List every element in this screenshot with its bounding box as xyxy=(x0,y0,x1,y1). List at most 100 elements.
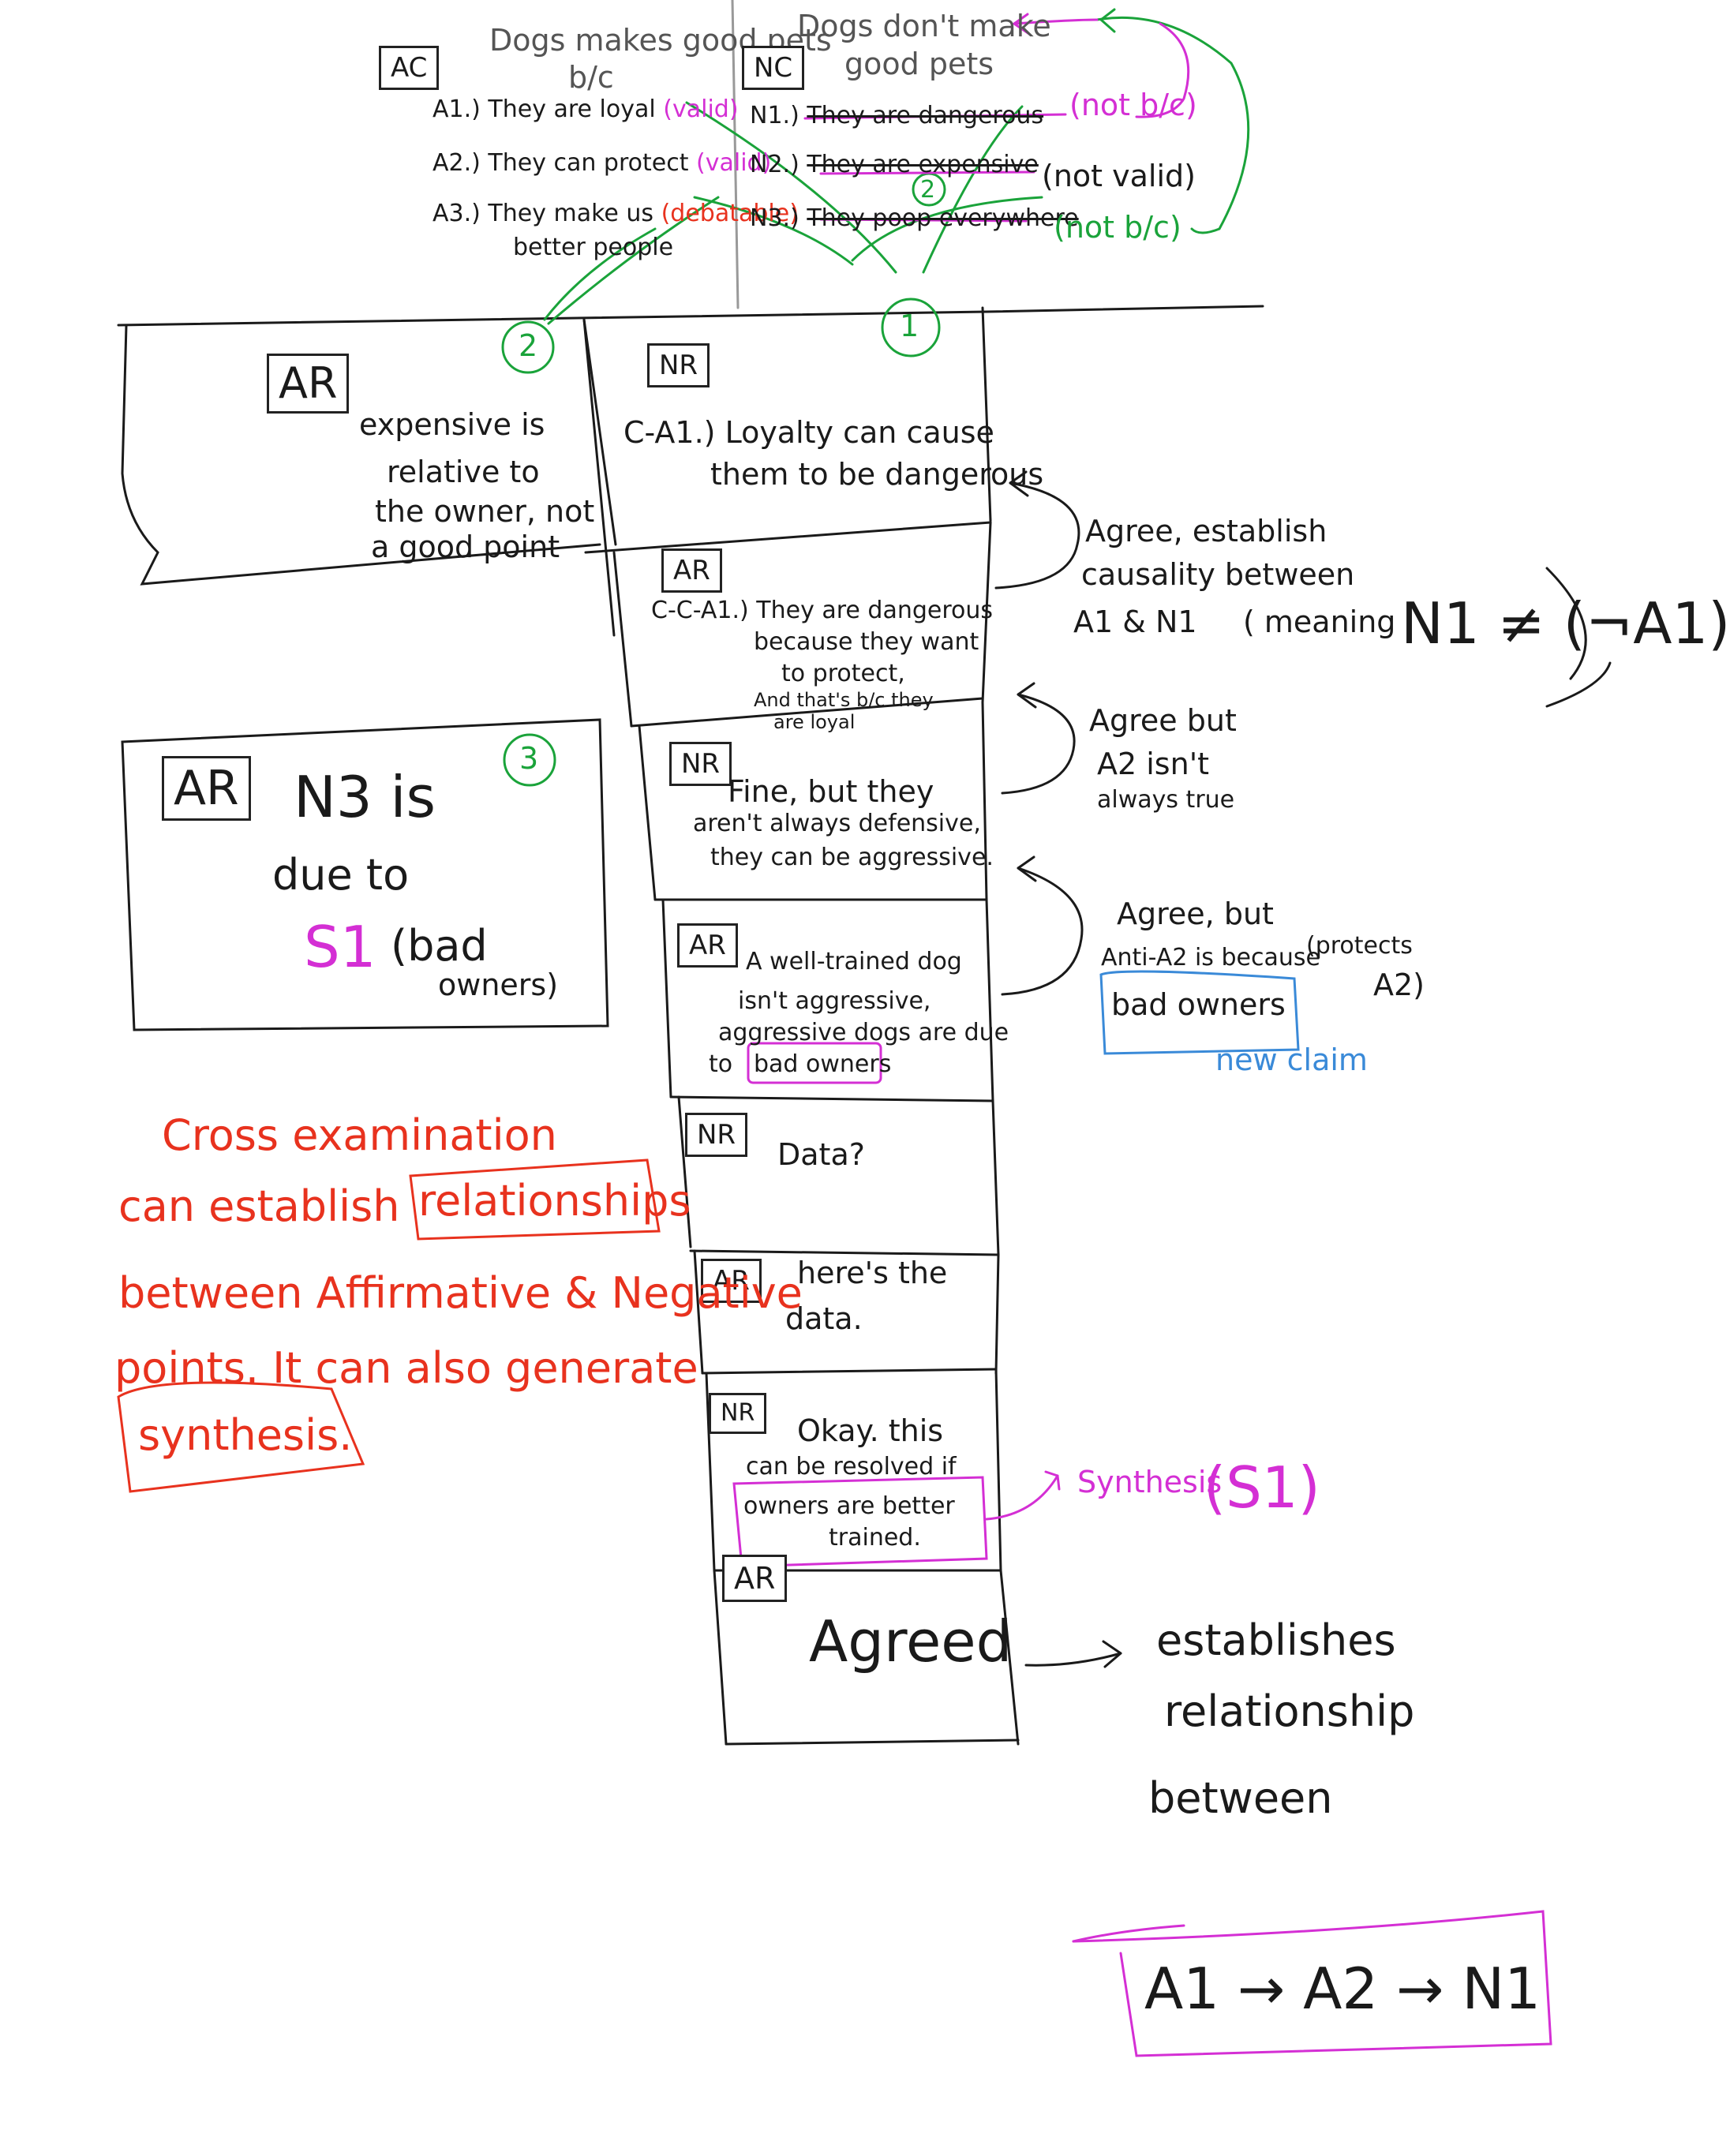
note-n3-line-1: Agree, but xyxy=(1117,896,1274,931)
rebuttal-2-line-4: And that's b/c they xyxy=(754,689,934,711)
cross-exam-line-1: Cross examination xyxy=(162,1110,557,1160)
cross-exam-line-2: can establish xyxy=(118,1181,400,1231)
note-n1-meaning: ( meaning xyxy=(1243,605,1396,639)
relationship-formula: A1 → A2 → N1 xyxy=(1144,1956,1541,2022)
a2-text: They can protect xyxy=(488,149,689,177)
rebuttal-2-tag: AR xyxy=(661,548,722,593)
n3-s1: S1 xyxy=(304,914,376,980)
n1-verdict: (not b/c) xyxy=(1069,88,1197,122)
rebuttal-2-line-5: are loyal xyxy=(773,711,856,733)
rebuttal-6-line-1: here's the xyxy=(797,1256,948,1290)
relationship-line-1: establishes xyxy=(1156,1615,1396,1665)
note-n2-line-3: always true xyxy=(1097,786,1235,814)
n3-line-1: N3 is xyxy=(294,764,436,830)
diagram-lines xyxy=(117,0,1612,2057)
a3-label: A3.) xyxy=(432,200,481,227)
n3-paren: (bad xyxy=(391,921,488,971)
note-n2-line-2: A2 isn't xyxy=(1097,747,1210,781)
rebuttal-3-tag: NR xyxy=(669,742,732,786)
note-n1-line-1: Agree, establish xyxy=(1085,514,1327,548)
rebuttal-2-line-2: because they want xyxy=(754,628,979,656)
expensive-line-1: expensive is xyxy=(359,407,545,442)
relationship-line-2: relationship xyxy=(1164,1686,1415,1736)
ar-expensive-tag: AR xyxy=(267,354,350,414)
rebuttal-4-line-1: A well-trained dog xyxy=(746,948,962,975)
n3-paren-2: owners) xyxy=(438,968,559,1002)
rebuttal-5-tag: NR xyxy=(685,1113,748,1157)
rebuttal-7-tag: NR xyxy=(709,1393,767,1434)
rebuttal-2-line-3: to protect, xyxy=(781,660,905,687)
circle-label-2-small: 2 xyxy=(920,176,936,204)
note-n1-line-3: A1 & N1 xyxy=(1073,605,1197,639)
a2-point: A2.) They can protect (valid) xyxy=(432,148,771,178)
n1-point: N1.) They are dangerous xyxy=(750,101,1043,131)
n1-label: N1.) xyxy=(750,102,799,129)
nc-heading: Dogs don't make xyxy=(797,9,1051,43)
note-n3-claim: bad owners xyxy=(1111,987,1286,1022)
rebuttal-4-line-4: to xyxy=(709,1050,733,1078)
ac-tag: AC xyxy=(379,46,440,90)
a3-point: A3.) They make us (debatable) xyxy=(432,199,799,229)
box-n3 xyxy=(121,718,609,1031)
circle-label-2-left: 2 xyxy=(519,328,538,363)
note-n3-paren-2: A2) xyxy=(1373,968,1425,1002)
rebuttal-3-line-1: Fine, but they xyxy=(728,774,934,809)
n2-text: They are expensive xyxy=(807,151,1039,178)
note-n3-claim-label: new claim xyxy=(1215,1042,1368,1077)
rebuttal-3-line-2: aren't always defensive, xyxy=(693,810,981,837)
a2-verdict: (valid) xyxy=(696,149,772,177)
rebuttal-1-line-2: them to be dangerous xyxy=(710,457,1044,492)
cross-exam-boxed-2: synthesis. xyxy=(138,1410,353,1460)
expensive-line-2: relative to xyxy=(387,455,540,489)
rebuttal-2-line-1: C-C-A1.) They are dangerous xyxy=(651,597,994,624)
rebuttal-4-line-2: isn't aggressive, xyxy=(738,987,931,1015)
nc-heading-2: good pets xyxy=(844,47,994,81)
rebuttal-8-line-1: Agreed xyxy=(809,1608,1013,1675)
rebuttal-8-tag: AR xyxy=(722,1555,788,1602)
box-expensive xyxy=(121,324,601,586)
a2-label: A2.) xyxy=(432,149,481,177)
cross-exam-line-4: points. It can also generate xyxy=(114,1343,698,1393)
rebuttal-5-line-1: Data? xyxy=(777,1137,865,1172)
note-n3-line-2: Anti-A2 is because xyxy=(1101,944,1320,971)
n3-verdict: (not b/c) xyxy=(1054,210,1181,245)
rebuttal-3-line-3: they can be aggressive. xyxy=(710,844,994,871)
circle-label-3: 3 xyxy=(519,741,539,776)
n3-label: N3.) xyxy=(750,204,799,232)
synthesis-label: Synthesis xyxy=(1077,1465,1223,1499)
rebuttal-6-line-2: data. xyxy=(785,1301,863,1336)
n1-text: They are dangerous xyxy=(807,102,1044,129)
ac-nc-divider xyxy=(731,0,740,309)
n2-point: N2.) They are expensive xyxy=(750,150,1039,180)
n3-text: They poop everywhere xyxy=(807,204,1079,232)
rebuttal-6-tag: AR xyxy=(701,1259,762,1303)
rebuttal-1-line-1: C-A1.) Loyalty can cause xyxy=(623,415,994,450)
synthesis-tag: (S1) xyxy=(1204,1454,1320,1521)
note-n2-line-1: Agree but xyxy=(1089,703,1237,738)
note-n1-line-2: causality between xyxy=(1081,557,1355,592)
a1-verdict: (valid) xyxy=(663,95,739,123)
relationship-line-3: between xyxy=(1148,1773,1333,1823)
ar-n3-tag: AR xyxy=(162,756,251,821)
whiteboard-canvas: AC Dogs makes good pets b/c NC Dogs don'… xyxy=(114,0,1730,2057)
n2-verdict: (not valid) xyxy=(1042,159,1196,193)
nc-tag: NC xyxy=(742,46,805,90)
rebuttal-7-highlight-1: owners are better xyxy=(743,1492,955,1520)
n3-point: N3.) They poop everywhere xyxy=(750,204,1079,234)
cross-exam-line-3: between Affirmative & Negative xyxy=(118,1268,803,1318)
circle-label-1: 1 xyxy=(900,309,919,343)
rebuttal-4-tag: AR xyxy=(677,923,738,968)
note-n3-paren: (protects xyxy=(1306,932,1413,960)
a3-text-2: better people xyxy=(513,234,674,261)
expensive-line-3: the owner, not xyxy=(375,494,595,529)
rebuttal-4-line-3: aggressive dogs are due xyxy=(718,1019,1009,1046)
rebuttal-7-line-2: can be resolved if xyxy=(746,1453,957,1480)
a1-point: A1.) They are loyal (valid) xyxy=(432,95,739,125)
table-top-line xyxy=(117,305,1264,327)
cross-exam-boxed-1: relationships xyxy=(418,1176,691,1226)
n2-label: N2.) xyxy=(750,151,799,178)
a3-text: They make us xyxy=(488,200,654,227)
note-n1-formula: N1 ≠ (¬A1) xyxy=(1401,590,1730,657)
a1-label: A1.) xyxy=(432,95,481,123)
n3-line-2: due to xyxy=(272,850,410,900)
